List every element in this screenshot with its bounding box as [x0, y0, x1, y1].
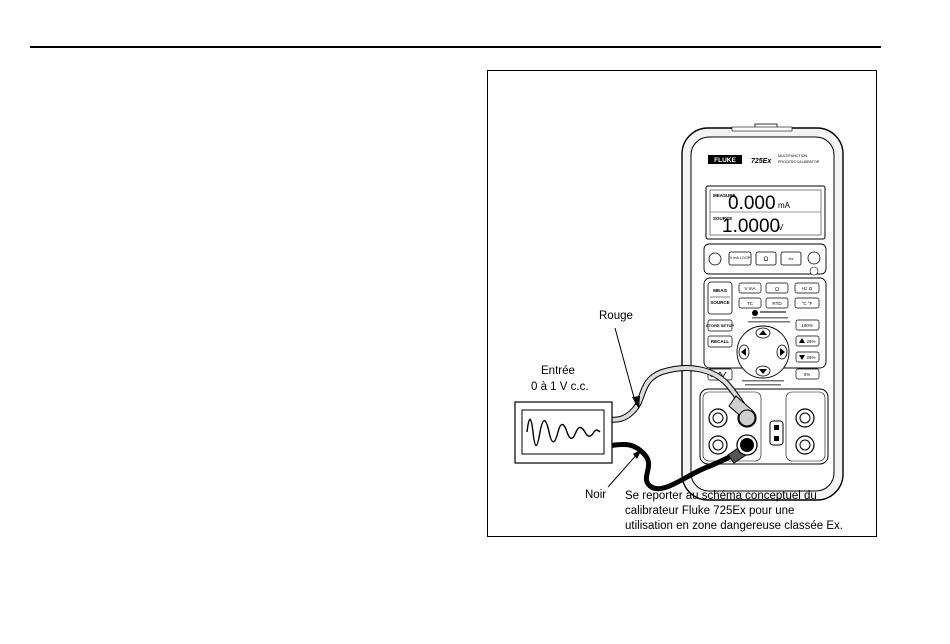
- store-setup-key[interactable]: [707, 319, 733, 332]
- arrow-left-icon: [741, 348, 746, 356]
- power-button[interactable]: [708, 252, 722, 266]
- recall-key[interactable]: [707, 335, 733, 348]
- hz-key-label: Hz: [789, 256, 794, 261]
- backlight-button[interactable]: [807, 251, 821, 265]
- lcd-display: MEASURE 0.000 mA SOURCE 1.0000 V: [705, 185, 826, 240]
- tc-key-label: TC: [747, 301, 754, 306]
- arrow-rouge-icon: [632, 396, 640, 409]
- subtitle-line1: MULTIFUNCTION: [778, 154, 807, 158]
- arrow-right-icon: [780, 348, 785, 356]
- source-key-label: SOURCE: [710, 300, 729, 305]
- note-line1: Se reporter au schéma conceptuel du: [625, 490, 817, 502]
- fluke-logo: [708, 155, 742, 164]
- note-line3: utilisation en zone dangereuse classée E…: [625, 520, 844, 532]
- vma-loop-key[interactable]: [728, 251, 752, 266]
- vma-key[interactable]: [738, 282, 762, 294]
- arrow-down-icon: [759, 369, 767, 374]
- store-setup-label: STORE SETUP: [706, 323, 734, 328]
- ohm2-key[interactable]: [765, 282, 789, 294]
- vma-loop-key-label: V mA LOOP: [730, 256, 751, 260]
- pct0-label: 0%: [804, 372, 811, 377]
- vma-key-label: V mA: [744, 286, 755, 291]
- hz-ohm-key[interactable]: [794, 282, 820, 294]
- ohm2-key-label: Ω: [775, 287, 779, 293]
- black-lead: [603, 434, 758, 492]
- tc-key[interactable]: [738, 297, 762, 309]
- degc-key-label: °C °F: [802, 301, 813, 306]
- meas-label: MEAS: [713, 288, 728, 294]
- jack-panel: [699, 388, 829, 465]
- triangle-down-icon: [799, 355, 805, 360]
- degc-key[interactable]: [794, 297, 820, 309]
- ohm-key[interactable]: [755, 251, 777, 266]
- rtd-key[interactable]: [765, 297, 789, 309]
- damped-wave-icon: [526, 418, 601, 447]
- subtitle-line2: PROCESS CALIBRATOR: [778, 160, 820, 164]
- callout-arrows: [607, 327, 642, 488]
- measure-value: 0.000: [728, 193, 776, 214]
- measure-unit: mA: [778, 201, 791, 210]
- pct0-key[interactable]: [795, 368, 820, 380]
- red-lead: [603, 365, 756, 427]
- source-value: 1.0000: [722, 216, 780, 237]
- hz-key[interactable]: [780, 251, 802, 266]
- ex-icon: [809, 266, 819, 276]
- label-noir: Noir: [585, 489, 607, 501]
- ohm-key-label: Ω: [764, 257, 769, 263]
- triangle-up-icon: [799, 338, 805, 343]
- keypad: V mA LOOP Ω Hz MEAS SOURCE V mA Ω Hz Ω T…: [703, 243, 827, 386]
- cert-icon: [752, 310, 758, 316]
- pct100-key[interactable]: [795, 319, 820, 331]
- rtd-key-label: RTD: [772, 301, 782, 306]
- label-range: 0 à 1 V c.c.: [531, 381, 589, 393]
- label-rouge: Rouge: [599, 310, 633, 322]
- signal-source-box: [514, 401, 613, 464]
- source-unit: V: [778, 223, 784, 232]
- header-rule: [30, 46, 881, 48]
- pct100-label: 100%: [801, 323, 813, 328]
- recall-key-label: RECALL: [711, 339, 729, 344]
- brand-text: FLUKE: [714, 157, 736, 164]
- measure-label: MEASURE: [713, 193, 736, 198]
- model-text: 725Ex: [751, 158, 772, 165]
- note-line2: calibrateur Fluke 725Ex pour une: [625, 505, 795, 517]
- hz-ohm-key-label: Hz Ω: [802, 286, 813, 291]
- dpad[interactable]: [736, 325, 790, 379]
- pct25-up-label: 25%: [806, 339, 815, 344]
- source-label: SOURCE: [713, 216, 732, 221]
- pct25-down-label: 25%: [806, 355, 815, 360]
- arrow-up-icon: [759, 330, 767, 335]
- label-entree: Entrée: [541, 365, 575, 377]
- tc-socket: [769, 420, 784, 446]
- arrow-noir-icon: [633, 449, 642, 459]
- meas-source-key[interactable]: [707, 281, 733, 315]
